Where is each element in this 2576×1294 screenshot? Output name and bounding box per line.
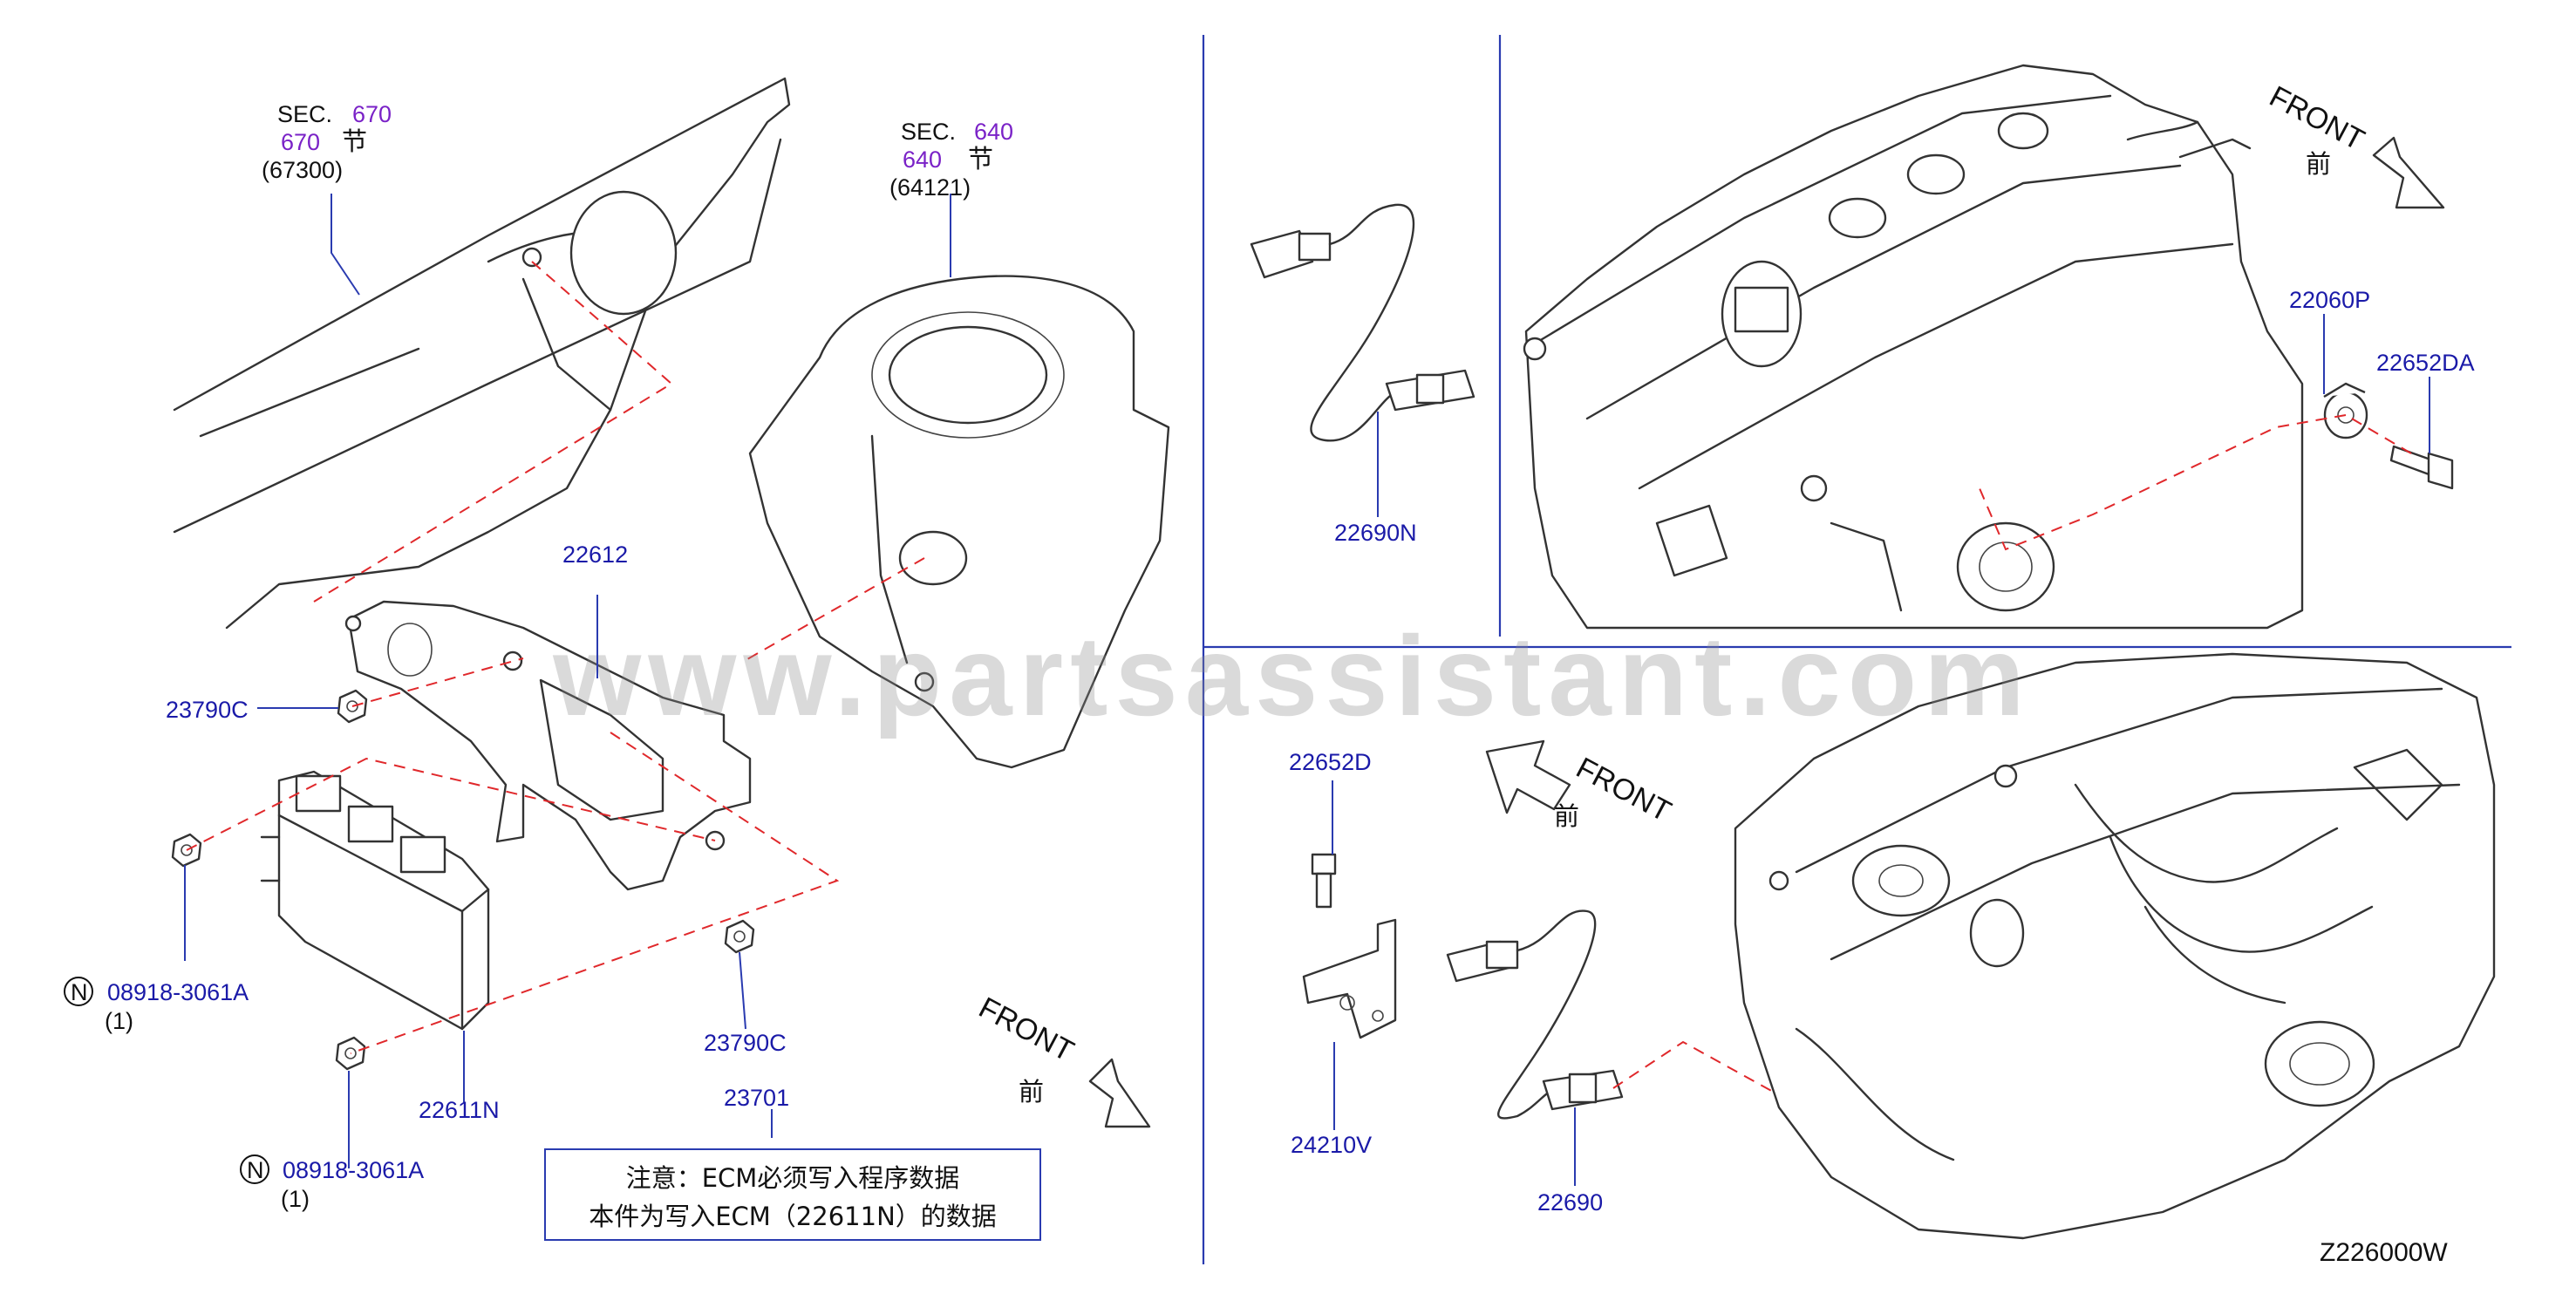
watermark: www.partsassistant.com [552, 612, 2032, 739]
part-22612-label[interactable]: 22612 [562, 541, 628, 568]
knock-sensor-illustration [2323, 382, 2368, 439]
front-arrow-upper-right: FRONT 前 [2264, 80, 2445, 209]
af-sensor-22690n-illustration [1250, 203, 1475, 442]
front-arrow-lower-right: FRONT 前 [1485, 739, 1676, 831]
front-arrow-left: FRONT 前 [973, 991, 1151, 1128]
part-08918-lower-qty: (1) [281, 1186, 310, 1212]
part-24210v-label[interactable]: 24210V [1291, 1132, 1372, 1158]
n-marker-lower-icon [240, 1154, 269, 1184]
upper-right-dashed-line [1979, 414, 2412, 551]
part-22652da-label[interactable]: 22652DA [2376, 350, 2475, 376]
front-label-left: FRONT [973, 991, 1079, 1069]
sec-640-num-cn[interactable]: 640 [903, 146, 942, 173]
bolt-22652d-illustration [1311, 853, 1337, 909]
front-cn-upper-right: 前 [2306, 149, 2331, 179]
lower-engine-illustration [1734, 652, 2496, 1240]
front-arrow-upper-right-icon [2372, 136, 2445, 209]
sec-670-prefix: SEC. [277, 101, 332, 127]
n-marker-label: N [71, 979, 88, 1005]
part-22060p-label[interactable]: 22060P [2289, 287, 2370, 313]
part-22690-label[interactable]: 22690 [1537, 1189, 1603, 1216]
part-23790c-top-label[interactable]: 23790C [166, 697, 249, 723]
note-line-2: 本件为写入ECM（22611N）的数据 [589, 1202, 997, 1231]
sec-670-num-cn[interactable]: 670 [281, 129, 320, 155]
part-08918-upper-label[interactable]: 08918-3061A [107, 979, 249, 1005]
sec-640-prefix: SEC. [901, 119, 956, 145]
n-marker-lower-label: N [247, 1157, 264, 1183]
front-label-lower-right: FRONT [1571, 752, 1676, 829]
part-08918-upper-qty: (1) [105, 1008, 133, 1034]
note-line-1: 注意：ECM必须写入程序数据 [626, 1163, 960, 1193]
ecm-unit-illustration [260, 770, 490, 1031]
sec-640-num[interactable]: 640 [974, 119, 1013, 145]
dash-panel-illustration [173, 77, 791, 630]
part-08918-lower-label[interactable]: 08918-3061A [283, 1157, 424, 1183]
nut-23790c-bottom-illustration [724, 919, 755, 954]
part-23701-label[interactable]: 23701 [724, 1085, 789, 1111]
front-cn-lower-right: 前 [1554, 801, 1579, 831]
part-22690n-label[interactable]: 22690N [1334, 520, 1417, 546]
left-dashed-lines [186, 261, 925, 1054]
part-23790c-bottom-label[interactable]: 23790C [704, 1030, 787, 1056]
upper-engine-illustration [1523, 64, 2304, 630]
front-arrow-lower-right-icon [1485, 739, 1571, 814]
part-22652d-label[interactable]: 22652D [1289, 749, 1372, 775]
sec-670-num[interactable]: 670 [352, 101, 392, 127]
console-shroud-illustration [748, 275, 1170, 769]
diagram-id: Z226000W [2320, 1238, 2448, 1267]
sec-640-cn: 节 [968, 144, 993, 174]
sec-670-cn: 节 [342, 126, 367, 156]
bolt-22652da-illustration [2389, 445, 2454, 490]
front-arrow-left-icon [1088, 1058, 1151, 1128]
sec-670-code: (67300) [262, 157, 343, 183]
ecm-bracket-illustration [344, 600, 752, 891]
part-22611n-label[interactable]: 22611N [419, 1097, 500, 1123]
ecm-note-box: 注意：ECM必须写入程序数据 本件为写入ECM（22611N）的数据 [544, 1148, 1041, 1241]
front-label-upper-right: FRONT [2264, 80, 2369, 158]
sec-640-code: (64121) [889, 174, 971, 201]
bracket-24210v-illustration [1302, 918, 1397, 1039]
front-cn-left: 前 [1019, 1077, 1044, 1107]
o2-sensor-22690-illustration [1446, 909, 1624, 1120]
n-marker-icon [64, 977, 93, 1006]
leader-lines [184, 194, 2430, 1186]
